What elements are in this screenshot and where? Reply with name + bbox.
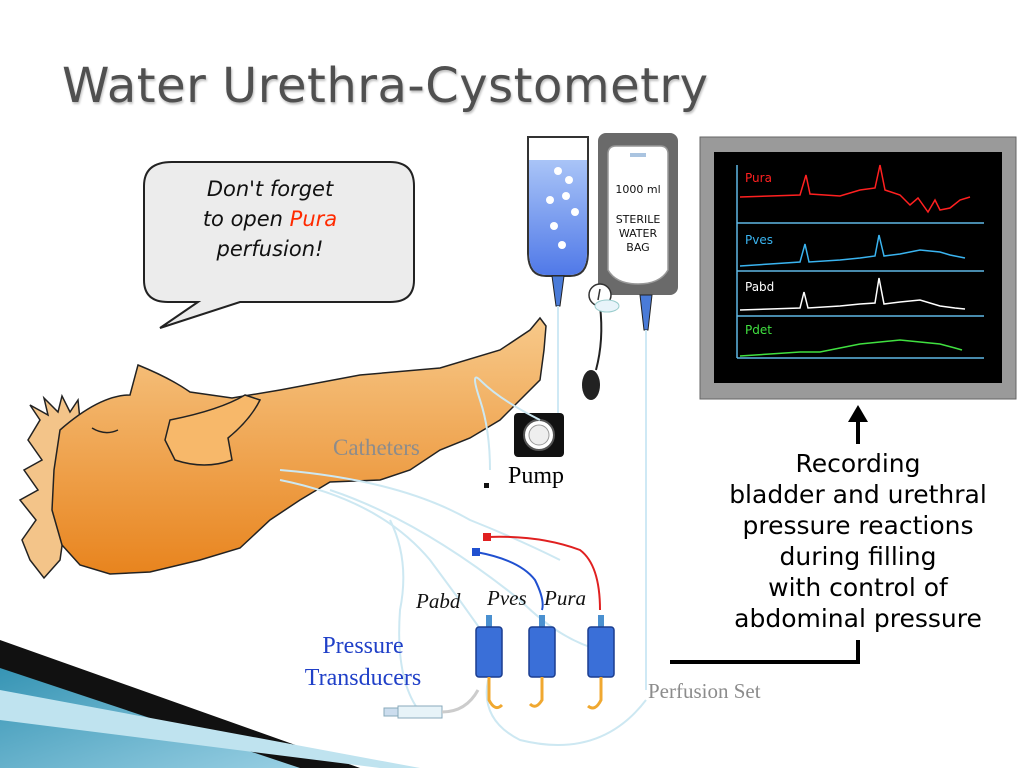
bubble-line-1: Don't forget [206, 177, 334, 201]
pt-line-2: Transducers [304, 665, 422, 691]
monitor-label-pdet: Pdet [745, 323, 772, 337]
recording-line-3: pressure reactions [742, 511, 974, 540]
monitor-arrow [670, 405, 868, 664]
monitor [699, 136, 1017, 400]
speech-bubble [143, 161, 415, 329]
bubble-line-3: perfusion! [216, 237, 324, 261]
speech-bubble-text: Don't forget to open Pura perfusion! [150, 174, 390, 264]
pressure-transducers-label: Pressure Transducers [288, 630, 438, 694]
infusion-bottle [527, 136, 589, 420]
pressure-transducers [383, 615, 615, 719]
slide-title: Water Urethra-Cystometry [62, 58, 709, 114]
recording-line-2: bladder and urethral [729, 480, 987, 509]
water-bag [598, 133, 678, 690]
monitor-label-pura: Pura [745, 171, 772, 185]
patient-figure [18, 316, 547, 580]
pves-label: Pves [487, 586, 527, 610]
recording-line-6: abdominal pressure [734, 604, 982, 633]
corner-swoosh [0, 640, 420, 768]
bubble-line-2: to open Pura [150, 204, 390, 234]
perfusion-set-label: Perfusion Set [648, 679, 761, 703]
recording-line-4: during filling [779, 542, 937, 571]
pump-device [484, 413, 564, 488]
bag-line3: BAG [626, 241, 649, 254]
catheter-tubes [279, 376, 647, 746]
gauge-bulb [582, 283, 620, 400]
bag-line1: STERILE [616, 213, 661, 226]
recording-line-5: with control of [768, 573, 948, 602]
pump-label: Pump [508, 463, 565, 489]
transducer-lines [472, 533, 601, 611]
monitor-label-pves: Pves [745, 233, 773, 247]
monitor-label-pabd: Pabd [745, 280, 774, 294]
recording-line-1: Recording [795, 449, 921, 478]
bag-volume: 1000 ml [615, 183, 660, 196]
pura-label: Pura [544, 586, 586, 610]
bubble-line-2-pre: to open [202, 207, 290, 231]
pabd-label: Pabd [416, 589, 461, 613]
bag-line2: WATER [619, 227, 658, 240]
catheters-label: Catheters [333, 435, 420, 460]
recording-description: Recording bladder and urethral pressure … [706, 448, 1010, 634]
bubble-highlight: Pura [289, 207, 338, 231]
pt-line-1: Pressure [322, 633, 404, 659]
